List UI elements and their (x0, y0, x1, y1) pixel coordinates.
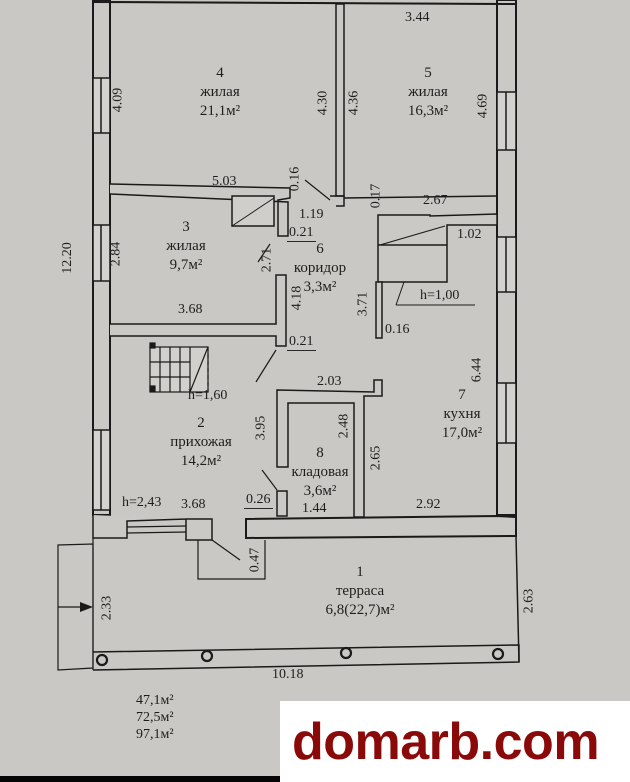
room-number: 5 (424, 65, 432, 81)
window-right-1 (496, 91, 517, 151)
entry-steps (197, 540, 266, 580)
dim-017: 0.17 (368, 183, 384, 209)
dim-371: 3.71 (355, 291, 371, 317)
dim-016-a: 0.16 (287, 166, 303, 192)
room-name: прихожая (170, 434, 232, 450)
room-name: коридор (293, 260, 347, 276)
dim-047: 0.47 (247, 547, 263, 573)
room-number: 3 (182, 219, 190, 235)
area-totals: 47,1м² 72,5м² 97,1м² (136, 692, 174, 743)
wall-4-5 (335, 3, 345, 197)
room-name: жилая (166, 238, 206, 254)
room-area: 9,7м² (169, 257, 203, 273)
dim-265: 2.65 (368, 445, 384, 471)
dim-h-243: h=2,43 (122, 495, 162, 510)
dim-418: 4.18 (289, 285, 305, 311)
room-area: 6,8(22,7)м² (325, 602, 395, 618)
window-left-3 (92, 429, 111, 511)
room-area: 17,0м² (441, 425, 483, 441)
window-left-1 (92, 77, 111, 134)
room-number: 8 (316, 445, 324, 461)
staircase (149, 342, 209, 393)
dim-026: 0.26 (244, 492, 273, 509)
dim-h-160: h=1,60 (188, 388, 228, 403)
room-number: 4 (216, 65, 224, 81)
dim-wall-4-5-a: 4.30 (315, 90, 331, 116)
window-right-3 (496, 382, 517, 444)
dim-267: 2.67 (423, 193, 448, 208)
dim-terrace-left: 2.33 (99, 595, 115, 621)
dim-021-b: 0.21 (287, 334, 316, 351)
dim-r2-bottom: 3.68 (181, 497, 206, 512)
room-3-label: 3 жилая 9,7м² (146, 218, 226, 275)
room-number: 1 (356, 564, 364, 580)
dim-r3-bottom: 3.68 (178, 302, 203, 317)
room-4-label: 4 жилая 21,1м² (180, 64, 260, 121)
dim-r4-side: 4.09 (110, 87, 126, 113)
room-area: 21,1м² (199, 103, 241, 119)
room-area: 3,3м² (303, 279, 337, 295)
dim-r5-top: 3.44 (405, 10, 430, 25)
window-left-2 (92, 224, 111, 282)
wall-3-2 (110, 274, 287, 347)
room-area: 14,2м² (180, 453, 222, 469)
dim-016-b: 0.16 (385, 322, 410, 337)
wall-bottom (92, 515, 213, 541)
dim-102: 1.02 (457, 227, 482, 242)
dim-r3-top: 5.03 (212, 174, 237, 189)
window-right-2 (496, 236, 517, 293)
dim-248: 2.48 (336, 413, 352, 439)
room-5-label: 5 жилая 16,3м² (388, 64, 468, 121)
room-2-label: 2 прихожая 14,2м² (156, 414, 246, 471)
room-8-label: 8 кладовая 3,6м² (278, 444, 362, 501)
dim-144: 1.44 (302, 501, 327, 516)
room-1-label: 1 терраса 6,8(22,7)м² (310, 563, 410, 620)
room-number: 2 (197, 415, 205, 431)
room-name: жилая (200, 84, 240, 100)
dim-overall-height: 12.20 (59, 242, 75, 274)
room-name: жилая (408, 84, 448, 100)
bottom-black-bar (0, 776, 280, 782)
wall-5-7 (343, 195, 498, 199)
dim-203: 2.03 (317, 374, 342, 389)
dim-terrace-right: 2.63 (521, 588, 537, 614)
wall-corridor-right (375, 281, 383, 339)
dim-021-a: 0.21 (287, 225, 316, 242)
room-name: кладовая (291, 464, 349, 480)
total-overall-area: 97,1м² (136, 727, 174, 742)
room-7-label: 7 кухня 17,0м² (422, 386, 502, 443)
dim-395: 3.95 (253, 415, 269, 441)
room-number: 7 (458, 387, 466, 403)
dim-wall-4-5-b: 4.36 (346, 90, 362, 116)
dim-644: 6.44 (469, 357, 485, 383)
dim-271: 2.71 (259, 247, 275, 273)
room-number: 6 (316, 241, 324, 257)
room-name: кухня (443, 406, 481, 422)
room-area: 3,6м² (303, 483, 337, 499)
watermark-text: domarb.com (292, 712, 600, 771)
room-name: терраса (335, 583, 385, 599)
room-6-label: 6 коридор 3,3м² (280, 240, 360, 297)
dim-terrace-width: 10.18 (272, 667, 304, 682)
dim-r3-side: 2.84 (108, 241, 124, 267)
dim-119: 1.19 (299, 207, 324, 222)
dim-h-100: h=1,00 (420, 288, 460, 303)
dim-292: 2.92 (416, 497, 441, 512)
room-area: 16,3м² (407, 103, 449, 119)
total-living-area: 47,1м² (136, 693, 174, 708)
terrace-rail (92, 644, 520, 671)
dim-r5-side: 4.69 (475, 93, 491, 119)
total-general-area: 72,5м² (136, 710, 174, 725)
watermark-logo: domarb.com (280, 701, 630, 782)
